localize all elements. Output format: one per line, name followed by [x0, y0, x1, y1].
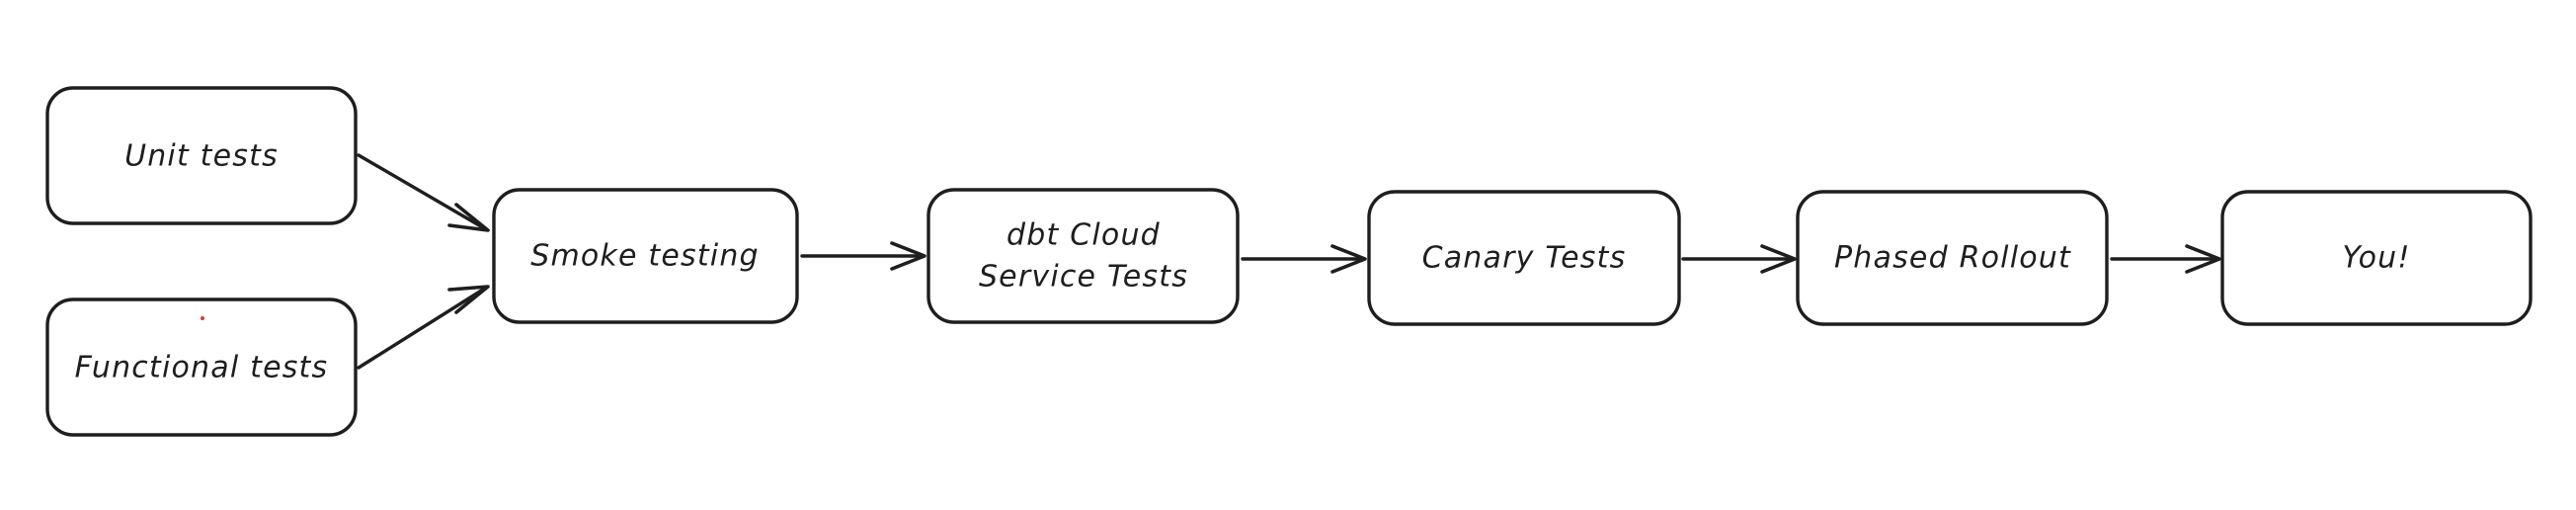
edge-dbt-to-canary [1241, 244, 1367, 274]
node-label: Unit tests [124, 139, 279, 174]
node-label: Phased Rollout [1834, 241, 2071, 276]
node-unit-tests[interactable]: Unit tests [45, 86, 358, 225]
edge-canary-to-phased [1681, 244, 1797, 274]
edge-phased-to-you [2110, 244, 2221, 274]
node-shape[interactable] [45, 86, 358, 225]
arrowhead-icon [1760, 244, 1797, 274]
node-shape[interactable] [45, 298, 358, 437]
node-you[interactable]: You! [2220, 190, 2533, 326]
edge-line [357, 153, 488, 231]
edge-unit-to-smoke [357, 153, 490, 232]
node-label: Canary Tests [1422, 241, 1627, 276]
node-label: Functional tests [75, 351, 329, 385]
node-shape[interactable] [2220, 190, 2533, 326]
node-shape[interactable] [492, 188, 799, 324]
node-label-line2: Service Tests [979, 260, 1188, 295]
node-shape[interactable] [1367, 190, 1681, 326]
node-shape[interactable] [1796, 190, 2109, 326]
red-dot-artifact [201, 316, 204, 320]
node-label: You! [2342, 241, 2410, 276]
edge-line [357, 286, 488, 370]
node-canary-tests[interactable]: Canary Tests [1367, 190, 1681, 326]
node-label: Smoke testing [530, 239, 760, 274]
node-shape[interactable] [926, 188, 1240, 324]
node-smoke-testing[interactable]: Smoke testing [492, 188, 799, 324]
node-dbt-cloud-service-tests[interactable]: dbt Cloud Service Tests [926, 188, 1240, 324]
arrowhead-icon [890, 241, 926, 271]
arrowhead-icon [1330, 244, 1367, 274]
edge-functional-to-smoke [357, 285, 490, 370]
node-phased-rollout[interactable]: Phased Rollout [1796, 190, 2109, 326]
arrowhead-icon [2185, 244, 2221, 274]
arrowhead-icon [447, 203, 490, 232]
edge-smoke-to-dbt [800, 241, 926, 271]
node-label-line1: dbt Cloud [1006, 218, 1161, 253]
arrowhead-icon [447, 285, 490, 314]
node-functional-tests[interactable]: Functional tests [45, 298, 358, 437]
